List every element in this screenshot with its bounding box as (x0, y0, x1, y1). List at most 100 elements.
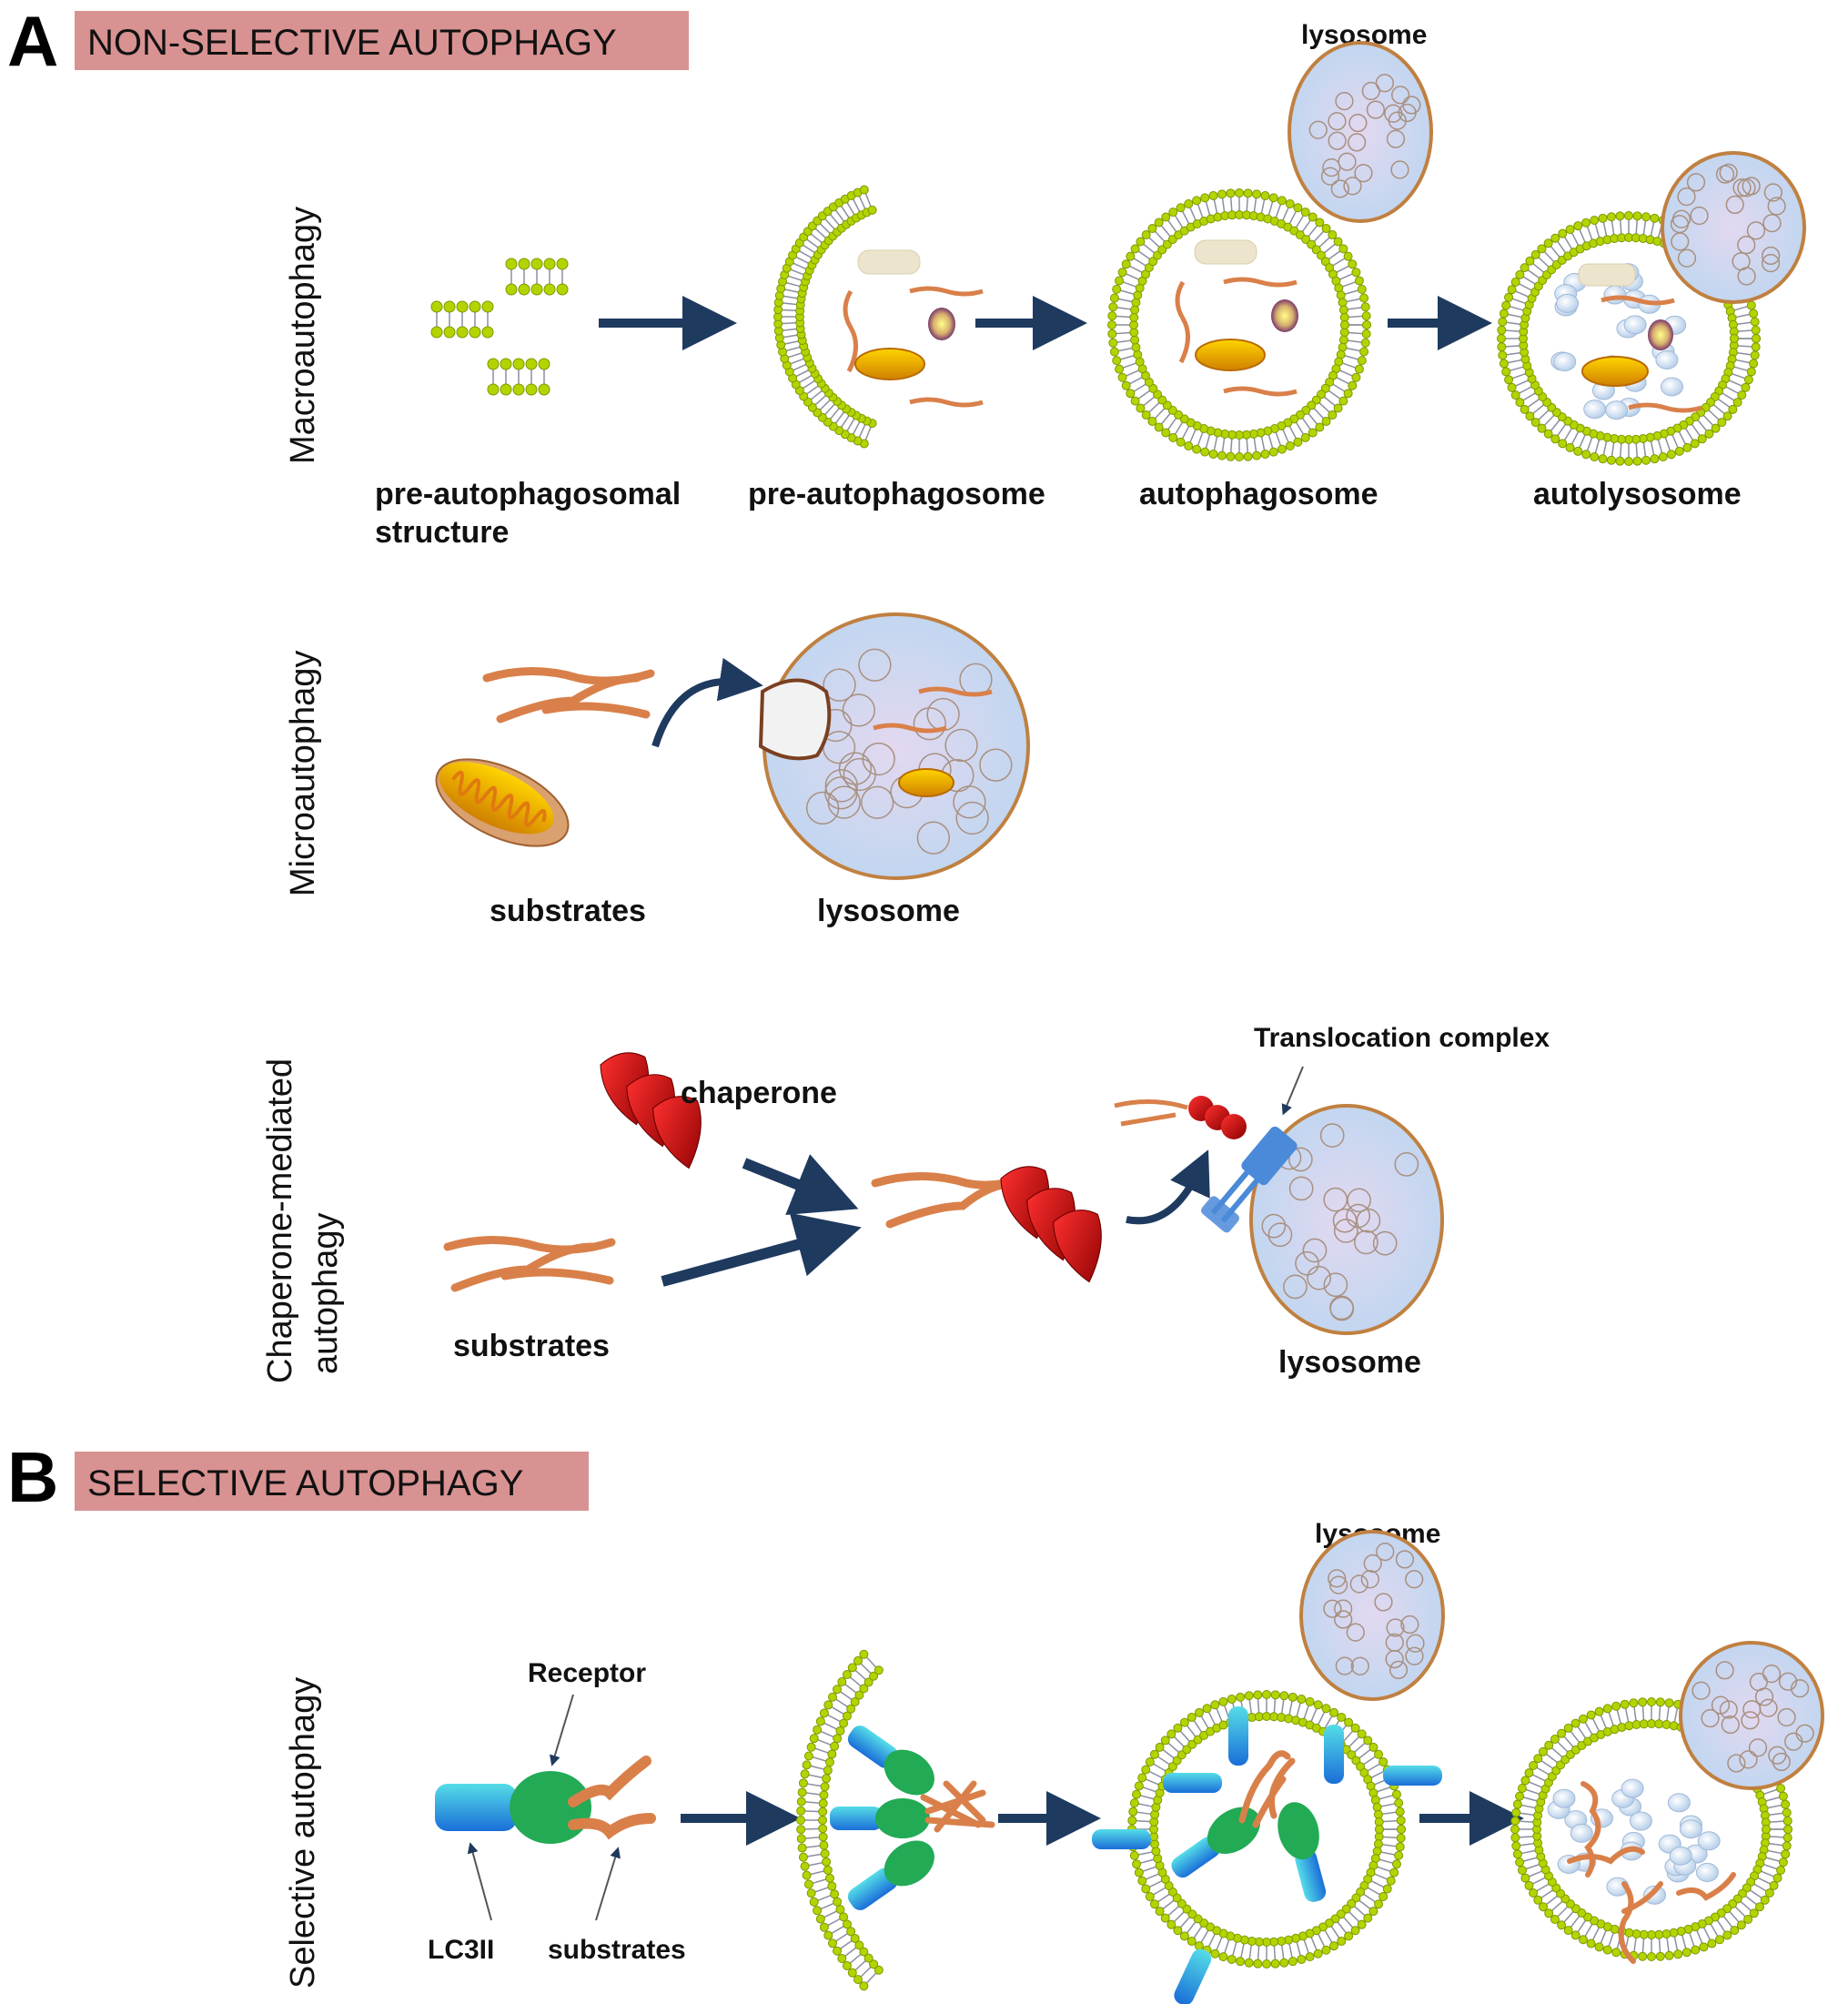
lysosome-vesicle (1739, 1750, 1758, 1769)
lipid-head (530, 283, 543, 296)
lipid-head (1293, 203, 1303, 213)
receptor-protein (875, 1798, 930, 1838)
lipid-head (1136, 237, 1146, 247)
lipid-head (1783, 1825, 1792, 1834)
lipid-head (1550, 1735, 1560, 1745)
lysosome-vesicle (913, 707, 946, 741)
lipid-head (518, 258, 530, 270)
lipid-head (1544, 1740, 1554, 1750)
lipid-head (1344, 1931, 1354, 1941)
lipid-head (1497, 342, 1507, 352)
lipid-head (796, 1834, 806, 1844)
lysosome-vesicle (1323, 1272, 1348, 1298)
lipid-head (802, 1870, 812, 1880)
lipid-head (1728, 404, 1738, 414)
lipid-head (1316, 250, 1326, 260)
lipid-head (1530, 249, 1540, 259)
label-micro-substrates: substrates (490, 894, 646, 928)
lipid-head (1260, 449, 1270, 459)
degradation-vesicle (1605, 400, 1629, 420)
lipid-head (1525, 411, 1535, 421)
lipid-head (1285, 440, 1295, 450)
lipid-head (1524, 1768, 1534, 1778)
mitochondrion-large (435, 758, 570, 847)
lipid-head (800, 1769, 810, 1779)
lipid-head (1130, 335, 1140, 345)
lipid-head (1382, 1884, 1392, 1894)
label-pre-autophagosomal: pre-autophagosomal (375, 477, 681, 511)
lysosome-vesicle (1768, 1746, 1787, 1765)
lipid-head (1641, 455, 1651, 465)
lysosome-vesicle (1767, 197, 1786, 216)
lipid-head (1511, 1841, 1521, 1851)
lamp2a-channel (1201, 1126, 1298, 1233)
lysosome-vesicle (1748, 1738, 1768, 1757)
row-label-selective-autophagy: Selective autophagy (284, 1677, 322, 1989)
lipid-head (1359, 347, 1369, 357)
lipid-head (859, 1649, 869, 1659)
lipid-head (1338, 342, 1348, 352)
lipid-head (1252, 450, 1262, 461)
lipid-head (1749, 1908, 1759, 1918)
lipid-head (802, 1760, 812, 1770)
lipid-head (1598, 454, 1608, 464)
lipid-head (1308, 428, 1318, 438)
lipid-head (1497, 325, 1507, 335)
substrate-strand (1223, 386, 1298, 397)
lipid-head (1117, 372, 1127, 382)
lipid-head (1368, 1742, 1378, 1752)
lipid-head (1149, 1899, 1159, 1909)
lipid-head (1691, 1945, 1701, 1955)
lc3ii-protein (1324, 1725, 1344, 1784)
lipid-head (1676, 1927, 1686, 1937)
lipid-head (1520, 1873, 1530, 1883)
lipid-head (505, 258, 518, 270)
lipid-head (1217, 450, 1227, 461)
lipid-head (1108, 302, 1118, 312)
lysosome-vesicle (1329, 1296, 1355, 1321)
lipid-head (1218, 1952, 1228, 1962)
lipid-head (1732, 398, 1742, 408)
lipid-head (822, 1774, 832, 1784)
lysosome-vesicle (1319, 1123, 1345, 1148)
lysosome-vesicle (1394, 1152, 1419, 1177)
lysosome-vesicle (1686, 173, 1706, 192)
lysosome-vesicle (1261, 1213, 1287, 1239)
lysosome-vesicle (1405, 1570, 1424, 1589)
lipid-head (1320, 383, 1330, 393)
lipid-head (1149, 1749, 1159, 1759)
lipid-head (797, 1787, 807, 1797)
lysosome-vesicle (1406, 1634, 1425, 1653)
lipid-head (512, 358, 525, 370)
lysosome-vesicle (1346, 1203, 1371, 1229)
lipid-head (1293, 437, 1303, 447)
selective-autolysosome (1510, 1641, 1824, 1964)
lipid-head (1517, 1783, 1527, 1793)
lipid-head (1336, 290, 1346, 300)
lipid-head (1641, 212, 1651, 222)
lysosome-vesicle (1761, 254, 1781, 273)
cargo-vesicle (1194, 239, 1257, 265)
lipid-head (1749, 309, 1759, 319)
lipid-head (1529, 1761, 1539, 1770)
lipid-head (1147, 224, 1157, 234)
lipid-head (846, 1704, 856, 1714)
lipid-head (818, 1832, 828, 1842)
degradation-vesicle (1603, 285, 1627, 305)
lipid-head (538, 358, 550, 370)
lysosome-vesicle (1762, 1664, 1782, 1684)
lipid-head (1682, 442, 1692, 452)
lipid-head (1141, 1765, 1151, 1775)
lipid-head (1602, 1704, 1612, 1714)
lipid-head (874, 1665, 884, 1675)
lysosome-vesicle (1372, 1230, 1398, 1256)
lysosome-vesicle (1374, 1593, 1393, 1612)
lysosome-vesicle (1715, 1661, 1734, 1680)
label-translocation-complex: Translocation complex (1254, 1023, 1550, 1053)
lipid-head (430, 326, 443, 339)
lipid-head (1611, 1701, 1621, 1711)
lipid-head (837, 1953, 847, 1963)
lipid-head (1244, 1691, 1254, 1701)
lipid-head (1530, 418, 1540, 428)
lipid-head (1260, 191, 1270, 201)
